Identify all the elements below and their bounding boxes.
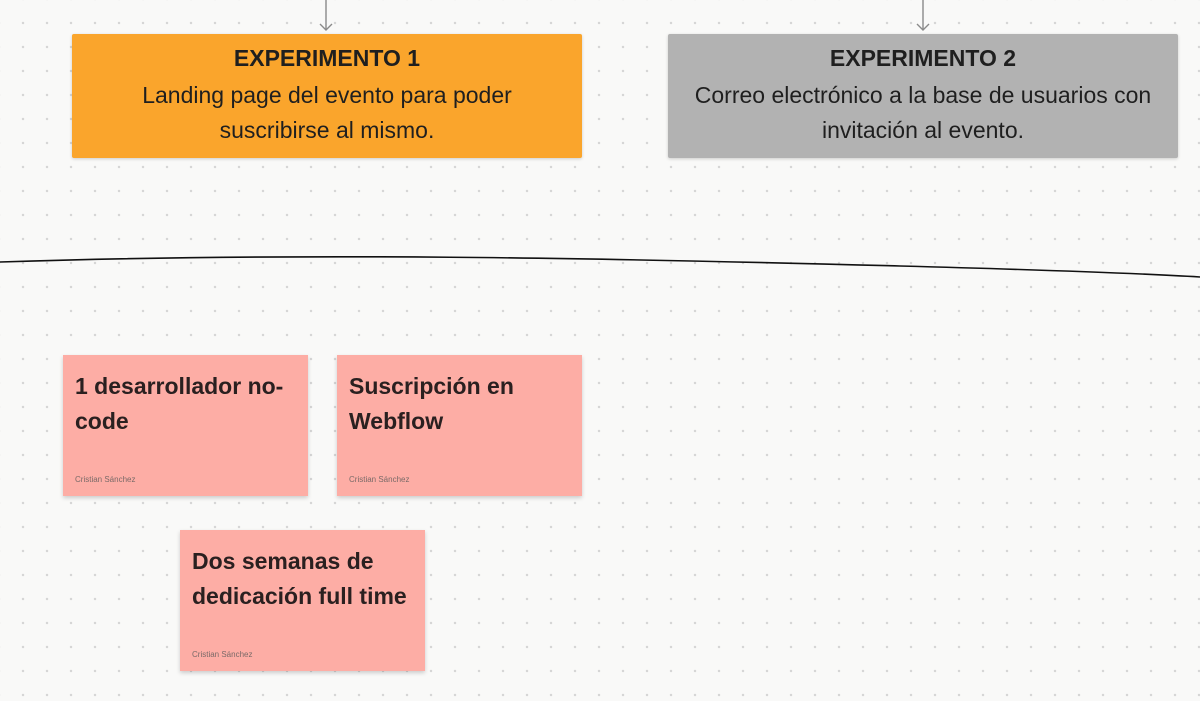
experiment-1-title: EXPERIMENTO 1 [233, 44, 421, 71]
sticky-note[interactable]: 1 desarrollador no-code Cristian Sánchez [63, 355, 308, 496]
experiment-2-card[interactable]: EXPERIMENTO 2 Correo electrónico a la ba… [668, 34, 1178, 158]
sticky-note-author: Cristian Sánchez [192, 650, 253, 659]
sticky-note[interactable]: Suscripción en Webflow Cristian Sánchez [337, 355, 582, 496]
sticky-note-author: Cristian Sánchez [349, 475, 410, 484]
experiment-2-description: Correo electrónico a la base de usuarios… [694, 81, 1152, 143]
arrow-down-icon [916, 0, 930, 31]
sticky-note-text: Dos semanas de dedicación full time [192, 548, 407, 609]
experiment-1-description: Landing page del evento para poder suscr… [142, 81, 512, 143]
sticky-note-text: 1 desarrollador no-code [75, 373, 284, 434]
sticky-note-author: Cristian Sánchez [75, 475, 136, 484]
divider-line[interactable] [0, 250, 1200, 290]
sticky-note[interactable]: Dos semanas de dedicación full time Cris… [180, 530, 425, 671]
arrow-down-icon [319, 0, 333, 31]
experiment-1-card[interactable]: EXPERIMENTO 1 Landing page del evento pa… [72, 34, 582, 158]
sticky-note-text: Suscripción en Webflow [349, 373, 514, 434]
experiment-2-title: EXPERIMENTO 2 [829, 44, 1017, 71]
